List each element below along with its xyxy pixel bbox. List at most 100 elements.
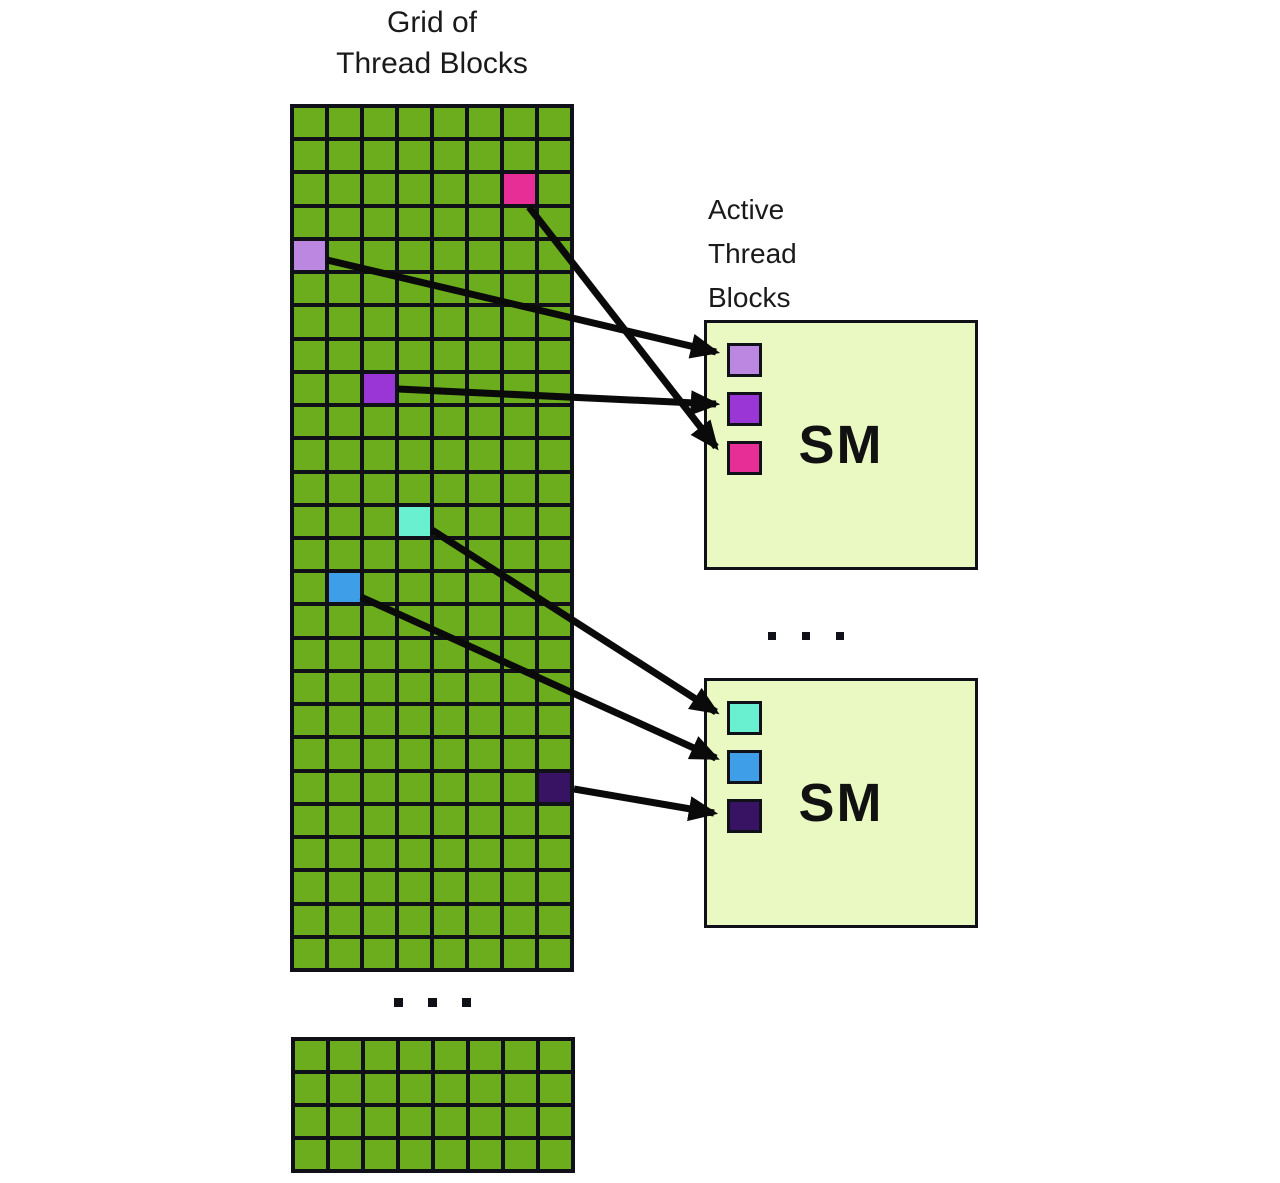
thread-block-cell xyxy=(329,805,360,836)
thread-block-cell xyxy=(399,872,430,902)
thread-block-cell xyxy=(399,938,430,968)
thread-block-cell xyxy=(504,108,535,138)
thread-block-cell xyxy=(469,407,500,437)
thread-block-cell xyxy=(469,805,500,836)
thread-block-cell xyxy=(364,540,395,570)
thread-block-cell xyxy=(504,606,535,636)
thread-block-cell xyxy=(504,672,535,703)
thread-block-cell xyxy=(294,872,325,902)
thread-block-cell xyxy=(504,207,535,237)
thread-block-cell xyxy=(364,340,395,370)
thread-block-cell xyxy=(294,938,325,968)
thread-block-cell xyxy=(329,473,360,503)
thread-block-cell xyxy=(364,839,395,869)
thread-block-cell xyxy=(364,473,395,503)
thread-block-cell xyxy=(364,639,395,669)
thread-block-cell xyxy=(434,108,465,138)
thread-block-cell xyxy=(364,706,395,736)
active-label-line1: Active xyxy=(708,194,785,225)
thread-block-cell xyxy=(400,1041,431,1070)
thread-block-cell xyxy=(364,307,395,337)
thread-block-cell xyxy=(539,706,570,736)
thread-block-cell xyxy=(539,839,570,869)
thread-block-cell xyxy=(434,340,465,370)
thread-block-cell xyxy=(469,706,500,736)
ellipsis-between-grids xyxy=(394,998,471,1007)
ellipsis-dot xyxy=(768,632,776,640)
thread-block-cell xyxy=(504,938,535,968)
thread-block-cell-purple xyxy=(364,373,395,404)
thread-block-cell xyxy=(469,506,500,536)
thread-block-cell xyxy=(294,639,325,669)
thread-block-cell xyxy=(539,207,570,237)
thread-block-cell xyxy=(294,506,325,536)
thread-block-cell xyxy=(434,606,465,636)
thread-block-cell xyxy=(540,1140,571,1169)
thread-block-cell xyxy=(329,440,360,470)
ellipsis-between-sms xyxy=(768,632,844,640)
thread-block-cell xyxy=(294,340,325,370)
thread-block-cell xyxy=(540,1041,571,1070)
active-label-line3: Blocks xyxy=(708,282,791,313)
thread-block-cell xyxy=(294,473,325,503)
thread-block-cell xyxy=(434,307,465,337)
thread-block-cell xyxy=(364,573,395,603)
thread-block-cell xyxy=(434,805,465,836)
thread-block-cell xyxy=(469,340,500,370)
thread-block-cell xyxy=(504,839,535,869)
thread-block-cell xyxy=(329,407,360,437)
grid-title: Grid of Thread Blocks xyxy=(262,2,602,84)
thread-block-cell xyxy=(504,373,535,404)
thread-block-cell xyxy=(329,672,360,703)
thread-block-cell-blue xyxy=(329,573,360,603)
ellipsis-dot xyxy=(836,632,844,640)
thread-block-cell xyxy=(329,207,360,237)
thread-block-cell xyxy=(504,872,535,902)
thread-block-cell xyxy=(399,540,430,570)
active-block-square-blue xyxy=(727,750,762,784)
thread-block-cell xyxy=(399,440,430,470)
thread-block-cell xyxy=(364,739,395,769)
sm-label: SM xyxy=(798,773,884,833)
thread-block-cell xyxy=(434,141,465,171)
thread-block-cell xyxy=(469,606,500,636)
thread-block-cell xyxy=(399,639,430,669)
thread-block-cell xyxy=(539,639,570,669)
thread-block-cell xyxy=(539,506,570,536)
thread-block-cell xyxy=(539,672,570,703)
thread-block-cell xyxy=(539,540,570,570)
thread-block-cell xyxy=(329,373,360,404)
thread-block-cell xyxy=(505,1140,536,1169)
thread-block-cell xyxy=(295,1074,326,1103)
thread-block-cell xyxy=(399,207,430,237)
thread-block-cell xyxy=(399,108,430,138)
ellipsis-dot xyxy=(394,998,403,1007)
thread-block-cell xyxy=(364,872,395,902)
thread-block-cell xyxy=(399,739,430,769)
thread-block-cell xyxy=(399,407,430,437)
thread-block-cell xyxy=(434,639,465,669)
thread-block-cell xyxy=(329,938,360,968)
thread-block-cell xyxy=(539,274,570,304)
thread-block-cell xyxy=(399,805,430,836)
thread-block-cell xyxy=(504,141,535,171)
thread-block-cell xyxy=(539,938,570,968)
thread-block-cell xyxy=(539,407,570,437)
thread-block-cell xyxy=(504,274,535,304)
thread-block-cell xyxy=(539,373,570,404)
thread-block-cell xyxy=(399,274,430,304)
thread-block-cell xyxy=(400,1074,431,1103)
thread-block-cell xyxy=(364,174,395,204)
thread-block-cell xyxy=(539,905,570,935)
thread-block-cell xyxy=(365,1041,396,1070)
active-block-square-pink xyxy=(727,441,762,475)
thread-block-cell xyxy=(469,573,500,603)
thread-block-cell xyxy=(434,540,465,570)
thread-block-cell xyxy=(469,905,500,935)
thread-block-cell xyxy=(294,573,325,603)
thread-block-cell xyxy=(504,407,535,437)
thread-block-cell xyxy=(294,141,325,171)
thread-block-cell xyxy=(504,307,535,337)
thread-block-cell xyxy=(435,1107,466,1136)
thread-block-cell xyxy=(365,1107,396,1136)
